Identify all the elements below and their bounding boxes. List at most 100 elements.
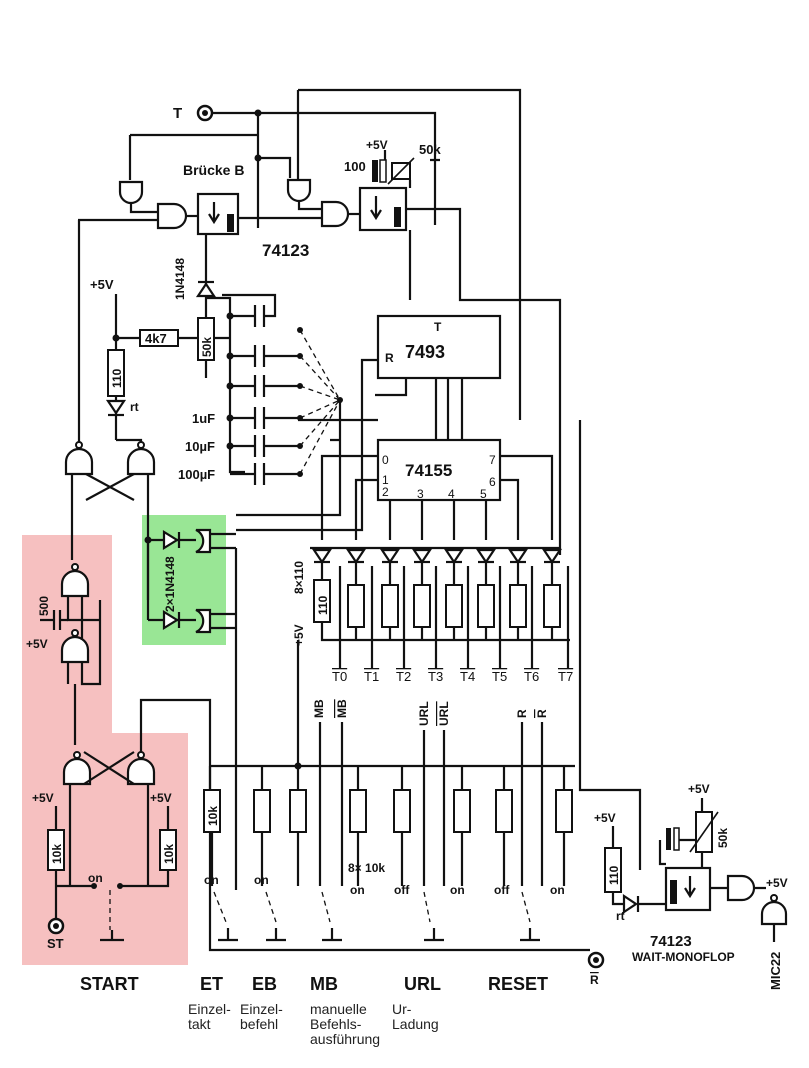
cap-1uf-label: 1uF — [192, 411, 215, 426]
start-on-label: on — [88, 871, 103, 885]
pin-1: 1 — [382, 473, 389, 487]
r10k-start-b-label: 10k — [162, 844, 176, 864]
diode-2x-label: 2×1N4148 — [163, 556, 177, 612]
output-labels: T0 T1 T2 T3 T4 T5 T6 T7 — [332, 669, 573, 684]
mic22-label: MIC22 — [768, 952, 783, 990]
output-t7: T7 — [558, 669, 573, 684]
r10k-et-label: 10k — [206, 806, 220, 826]
t-input-terminal — [196, 104, 214, 122]
t-input-label: T — [173, 105, 182, 122]
ic-7493-r-label: R — [385, 351, 394, 365]
plus5v-start-a: +5V — [26, 637, 48, 651]
plus5v-start-c: +5V — [150, 791, 172, 805]
cap-100-label: 100 — [344, 159, 366, 174]
switch-pullup-resistors — [203, 640, 575, 886]
output-t1: T1 — [364, 669, 379, 684]
ic-7493-label: 7493 — [405, 342, 445, 362]
led-rt-top-label: rt — [130, 400, 139, 414]
mb-bar-label: MB — [335, 699, 349, 718]
r-label: R — [515, 709, 529, 718]
timing-capacitor-bank — [222, 293, 343, 517]
and-gate-right — [320, 200, 350, 228]
plus5v-wait-c: +5V — [766, 876, 788, 890]
switch-name-url: URL — [404, 974, 441, 994]
et-on-label: on — [204, 873, 219, 887]
ic-74155 — [376, 438, 502, 502]
r10k-start-a-label: 10k — [50, 844, 64, 864]
res-8x10k-label: 8× 10k — [348, 861, 385, 875]
output-t6: T6 — [524, 669, 539, 684]
mb-label: MB — [312, 699, 326, 718]
pot-50k-label: 50k — [419, 142, 441, 157]
rs-flipflop-lower — [62, 698, 590, 952]
ic-7493-t-label: T — [434, 320, 442, 334]
led-rt-wait — [622, 893, 638, 915]
and-gate-wait — [726, 874, 756, 902]
cap-500-label: 500 — [37, 596, 51, 616]
url-label: URL — [417, 701, 431, 726]
led-rt-top — [105, 399, 127, 415]
pin-3: 3 — [417, 487, 424, 501]
url-bar-label: URL — [437, 701, 451, 726]
start-debounce-circuit — [40, 563, 102, 745]
url-off-label: off — [394, 883, 410, 897]
switch-desc-url: Ur-Ladung — [392, 1001, 439, 1032]
wait-ic-label: 74123 — [650, 933, 692, 950]
ic-74155-label: 74155 — [405, 461, 452, 480]
output-t5: T5 — [492, 669, 507, 684]
r110-wait-label: 110 — [607, 865, 621, 885]
and-gate-brucke — [156, 202, 188, 230]
nand-gate-top-left — [118, 180, 144, 205]
plus5v-wait-a: +5V — [594, 811, 616, 825]
diode-1n4148-label: 1N4148 — [173, 258, 187, 300]
mb-on-label: on — [350, 883, 365, 897]
resistor-110-top-label: 110 — [110, 368, 124, 388]
ic-74155-pins: 0 1 2 3 4 5 6 7 — [382, 453, 496, 501]
led-rt-wait-label: rt — [616, 909, 625, 923]
switch-name-et: ET — [200, 974, 223, 994]
toggle-switches — [213, 891, 540, 942]
nand-gate-top-right — [286, 178, 312, 203]
diode-pair-2x1n4148 — [144, 528, 238, 890]
resistor-4k7-label: 4k7 — [145, 331, 167, 346]
ic-74123-label: 74123 — [262, 241, 309, 260]
st-terminal — [47, 917, 65, 935]
reset-off-label: off — [494, 883, 510, 897]
switch-name-start: START — [80, 974, 139, 994]
switch-name-reset: RESET — [488, 974, 548, 994]
diode-resistor-array — [310, 546, 570, 668]
plus5v-wait-b: +5V — [688, 782, 710, 796]
ic-7493 — [376, 314, 502, 380]
switch-name-eb: EB — [252, 974, 277, 994]
r-output-label: R — [590, 973, 599, 987]
r-bar-label: R — [535, 709, 549, 718]
pin-5: 5 — [480, 487, 487, 501]
cap-10uf-label: 10µF — [185, 439, 215, 454]
output-t3: T3 — [428, 669, 443, 684]
rs-flipflop-upper — [64, 220, 156, 600]
r-output-terminal — [587, 951, 605, 969]
res-110-label: 110 — [316, 595, 330, 615]
output-t4: T4 — [460, 669, 475, 684]
diode-highlight-area — [142, 515, 226, 645]
output-t0: T0 — [332, 669, 347, 684]
eb-on-label: on — [254, 873, 269, 887]
plus5v-array: +5V — [292, 624, 306, 646]
switch-desc-et: Einzel-takt — [188, 1001, 231, 1032]
switch-name-mb: MB — [310, 974, 338, 994]
pin-4: 4 — [448, 487, 455, 501]
plus5v-top: +5V — [366, 138, 388, 152]
cap-100uf-label: 100µF — [178, 467, 215, 482]
wait-monoflop-label: WAIT-MONOFLOP — [632, 950, 735, 964]
pin-6: 6 — [489, 475, 496, 489]
reset-on-label: on — [550, 883, 565, 897]
plus5v-start-b: +5V — [32, 791, 54, 805]
pot-50k-wait-label: 50k — [716, 828, 730, 848]
plus5v-4k7: +5V — [90, 277, 114, 292]
nand-gate-mic22 — [760, 900, 788, 926]
st-label: ST — [47, 936, 64, 951]
pot-50k-b-label: 50k — [200, 337, 214, 357]
